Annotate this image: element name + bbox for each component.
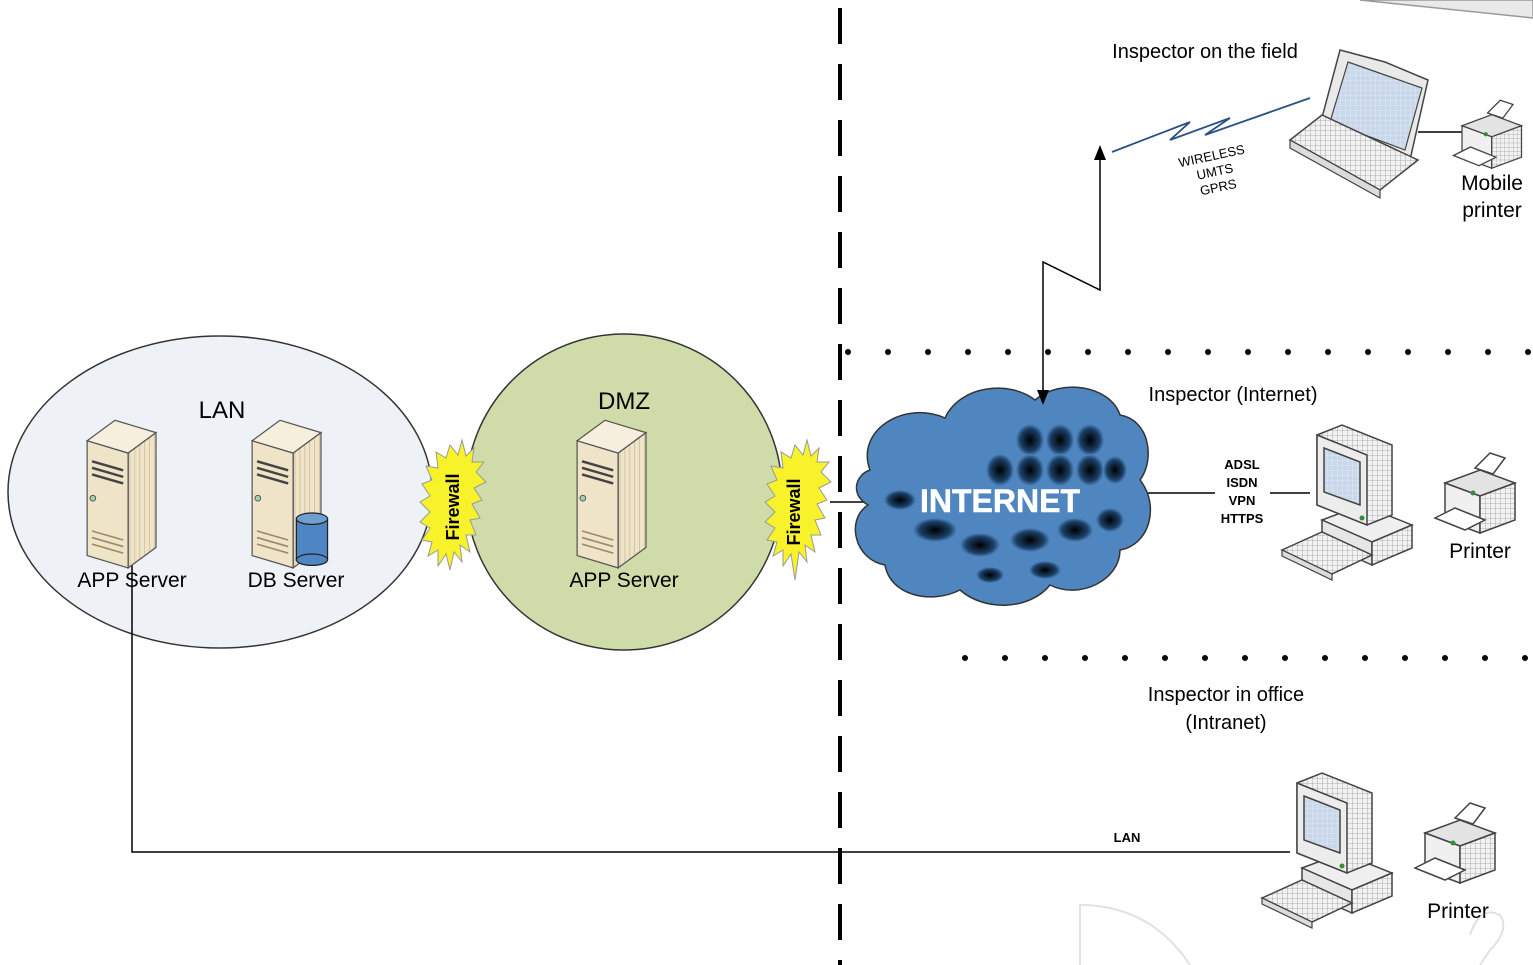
adsl-label: ADSL — [1224, 457, 1259, 472]
dmz-zone-title: DMZ — [598, 388, 650, 415]
office-printer-label: Printer — [1427, 900, 1489, 923]
office-desktop-icon — [1261, 772, 1393, 929]
wireless-protocols: WIRELESS UMTS GPRS — [1177, 141, 1246, 198]
dmz-app-server-label: APP Server — [569, 569, 678, 592]
office-inspector-title-line1: Inspector in office — [1148, 684, 1304, 706]
firewall-left-label: Firewall — [443, 473, 463, 540]
mobile-printer-icon — [1452, 99, 1523, 169]
mobile-printer-label-line1: Mobile — [1461, 172, 1523, 195]
mobile-printer-label-line2: printer — [1462, 199, 1522, 222]
db-server-label: DB Server — [248, 569, 345, 592]
lan-link-label: LAN — [1114, 830, 1141, 845]
internet-cloud-icon: INTERNET — [854, 386, 1152, 606]
lan-zone — [7, 335, 433, 649]
internet-cloud-label: INTERNET — [920, 483, 1080, 519]
https-label: HTTPS — [1221, 511, 1264, 526]
firewall-left-icon: Firewall — [419, 438, 487, 571]
corner-decoration — [1359, 0, 1533, 19]
internet-printer-label: Printer — [1449, 540, 1511, 563]
isdn-label: ISDN — [1226, 475, 1257, 490]
firewall-right-icon: Firewall — [764, 438, 832, 581]
lan-app-server-label: APP Server — [77, 569, 186, 592]
dmz-app-server-icon — [575, 419, 648, 570]
wireless-link — [1037, 97, 1311, 405]
lan-zone-title: LAN — [199, 397, 246, 424]
watermark-shapes — [1079, 903, 1505, 965]
connection-types: ADSL ISDN VPN HTTPS — [1221, 457, 1264, 526]
vpn-label: VPN — [1229, 493, 1256, 508]
firewall-right-label: Firewall — [784, 478, 804, 545]
lan-cable — [131, 560, 1290, 853]
field-inspector-title: Inspector on the field — [1112, 41, 1298, 63]
internet-printer-icon — [1434, 452, 1516, 534]
laptop-icon — [1288, 49, 1462, 200]
office-printer-icon — [1414, 802, 1496, 884]
database-cylinder-icon — [295, 512, 329, 567]
office-inspector-title-line2: (Intranet) — [1185, 712, 1266, 734]
db-server-icon — [250, 419, 329, 570]
internet-inspector-title: Inspector (Internet) — [1149, 384, 1318, 406]
internet-desktop-icon — [1281, 424, 1413, 581]
lan-app-server-icon — [85, 419, 158, 570]
